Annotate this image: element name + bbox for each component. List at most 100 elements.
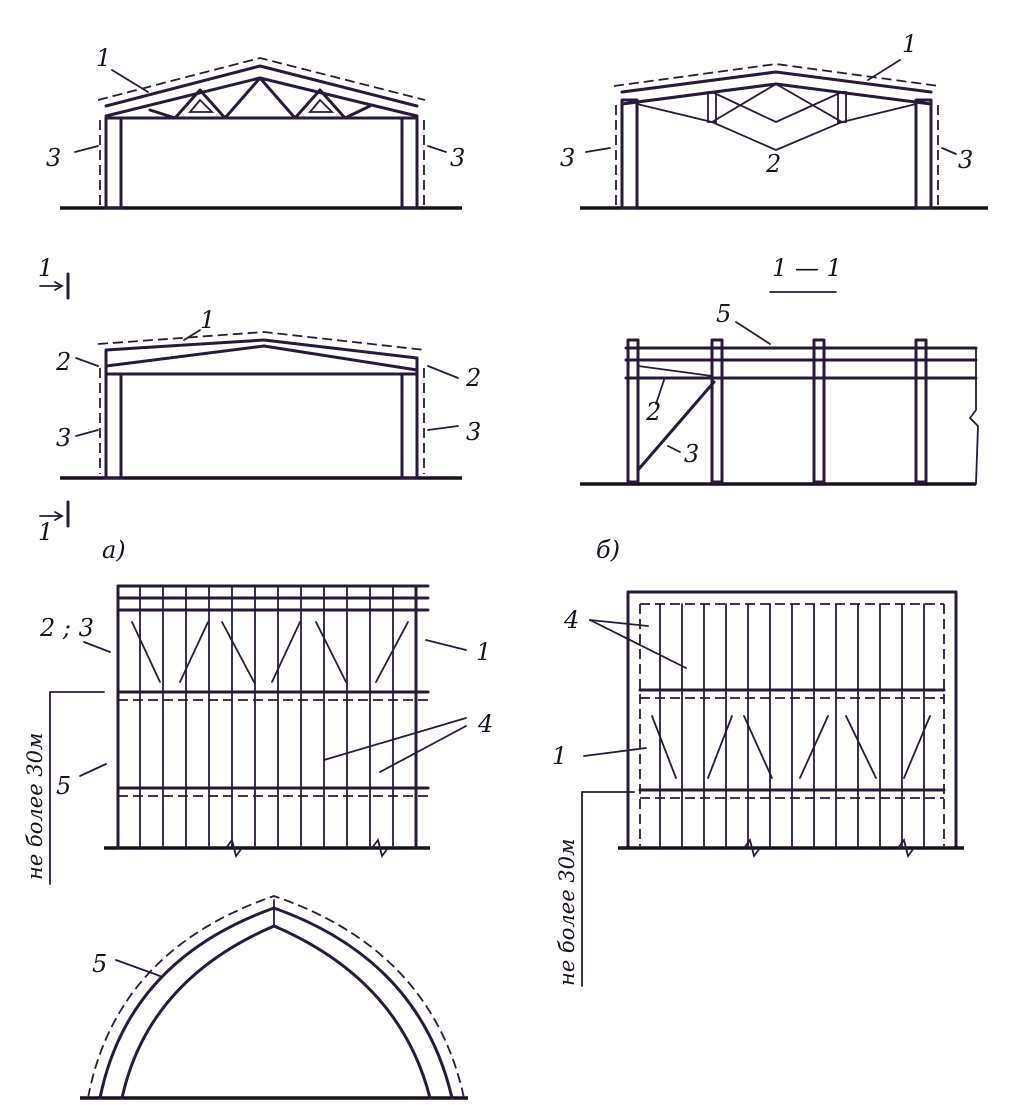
column (914, 338, 928, 484)
break-line (968, 347, 979, 485)
arch-outer (98, 906, 454, 1100)
roof-beam-top (104, 338, 419, 360)
frame-gable-left: 1 1 2 2 3 3 1 (38, 254, 481, 546)
column-right (914, 98, 933, 210)
leader-line (75, 357, 99, 367)
callout-1: 1 (476, 638, 491, 666)
roof-brace-diagonal (707, 715, 733, 779)
callout-3: 3 (684, 440, 699, 468)
roof-bracing-dashed (613, 63, 940, 87)
callout-3-right: 3 (958, 146, 973, 174)
column-left (104, 372, 123, 480)
truss-web (148, 76, 372, 120)
section-mark-label-top: 1 (38, 254, 53, 282)
plan-b: 4 1 не более 30м (552, 590, 964, 987)
section-1-1: 1 — 1 5 2 3 (580, 254, 979, 486)
leader-line (589, 619, 649, 627)
vertical-post (707, 91, 717, 123)
top-brace (637, 365, 713, 377)
roof-brace-diagonal (845, 715, 877, 779)
callout-1: 1 (552, 742, 567, 770)
roof-brace-diagonal (221, 621, 255, 683)
leader-line (79, 763, 107, 777)
truss-panel (188, 98, 215, 113)
callout-2-right: 2 (465, 364, 481, 392)
column (626, 338, 640, 484)
roof-beam-bottom (104, 344, 419, 372)
vertical-post (837, 91, 847, 123)
break-mark (371, 837, 389, 859)
arch-inner (120, 924, 432, 1100)
leader-line (183, 329, 201, 341)
callout-2-3: 2 ; 3 (39, 614, 94, 642)
column (710, 338, 724, 484)
callout-3-right: 3 (466, 418, 481, 446)
section-title: 1 — 1 (772, 254, 842, 282)
leader-line (83, 641, 111, 653)
callout-3-left: 3 (560, 144, 575, 172)
truss-top-chord (104, 64, 419, 108)
leader-line (655, 379, 665, 405)
callout-2: 2 (645, 398, 661, 426)
frame-truss-left: 1 3 3 (46, 44, 465, 210)
break-mark (225, 837, 243, 859)
max-span-label-left: не более 30м (23, 733, 47, 880)
plan-outline (626, 590, 958, 850)
break-mark (743, 837, 761, 859)
break-mark (897, 837, 915, 859)
roof-brace-diagonal (131, 621, 161, 683)
roof-brace-diagonal (651, 715, 677, 779)
roof-bracing-dashed (97, 57, 426, 101)
callout-5: 5 (716, 300, 731, 328)
plan-a: 2 ; 3 1 4 5 не более 30м (23, 584, 493, 885)
leader-line (427, 425, 459, 431)
cross-bracing (636, 82, 917, 123)
vertical-brace (636, 380, 716, 472)
cross-bracing (711, 121, 843, 151)
leader-line (667, 445, 681, 453)
roof-brace-diagonal (799, 715, 829, 779)
callout-5: 5 (92, 950, 107, 978)
leader-line (867, 59, 901, 81)
leader-line (585, 147, 611, 153)
leader-line (111, 69, 149, 93)
column-left (620, 98, 639, 210)
arch-scheme: 5 (80, 895, 468, 1100)
callout-2: 2 (765, 150, 781, 178)
callout-3-left: 3 (56, 424, 71, 452)
callout-5: 5 (56, 772, 71, 800)
roof-brace-diagonal (271, 621, 301, 683)
leader-line (427, 145, 447, 153)
column (812, 338, 826, 484)
leader-line (75, 429, 99, 437)
leader-line (427, 365, 459, 379)
variant-label-b: б) (596, 536, 620, 564)
callout-4: 4 (563, 606, 579, 634)
roof-brace-diagonal (179, 621, 209, 683)
leader-line (115, 959, 161, 977)
roof-beam-top (620, 70, 933, 94)
roof-brace-diagonal (375, 621, 409, 683)
callout-3-right: 3 (450, 144, 465, 172)
leader-line (323, 717, 467, 761)
leader-line (589, 619, 687, 669)
section-mark-arrowhead (54, 281, 64, 291)
leader-line (379, 725, 467, 773)
truss-panel (308, 98, 335, 113)
variant-label-a: а) (102, 536, 126, 564)
callout-2-left: 2 (55, 348, 71, 376)
callout-1: 1 (200, 306, 215, 334)
leader-line (735, 321, 771, 345)
max-span-label-right: не более 30м (555, 839, 579, 986)
callout-3-left: 3 (46, 144, 61, 172)
column-right (400, 372, 419, 480)
callout-1: 1 (96, 44, 111, 72)
roof-brace-diagonal (743, 715, 773, 779)
roof-bracing-dashed (97, 331, 426, 351)
arch-bracing-dashed (87, 895, 465, 1099)
roof-brace-diagonal (315, 621, 347, 683)
callout-4: 4 (477, 710, 493, 738)
callout-1: 1 (902, 30, 917, 58)
cross-bracing (711, 91, 843, 123)
leader-line (583, 747, 647, 757)
